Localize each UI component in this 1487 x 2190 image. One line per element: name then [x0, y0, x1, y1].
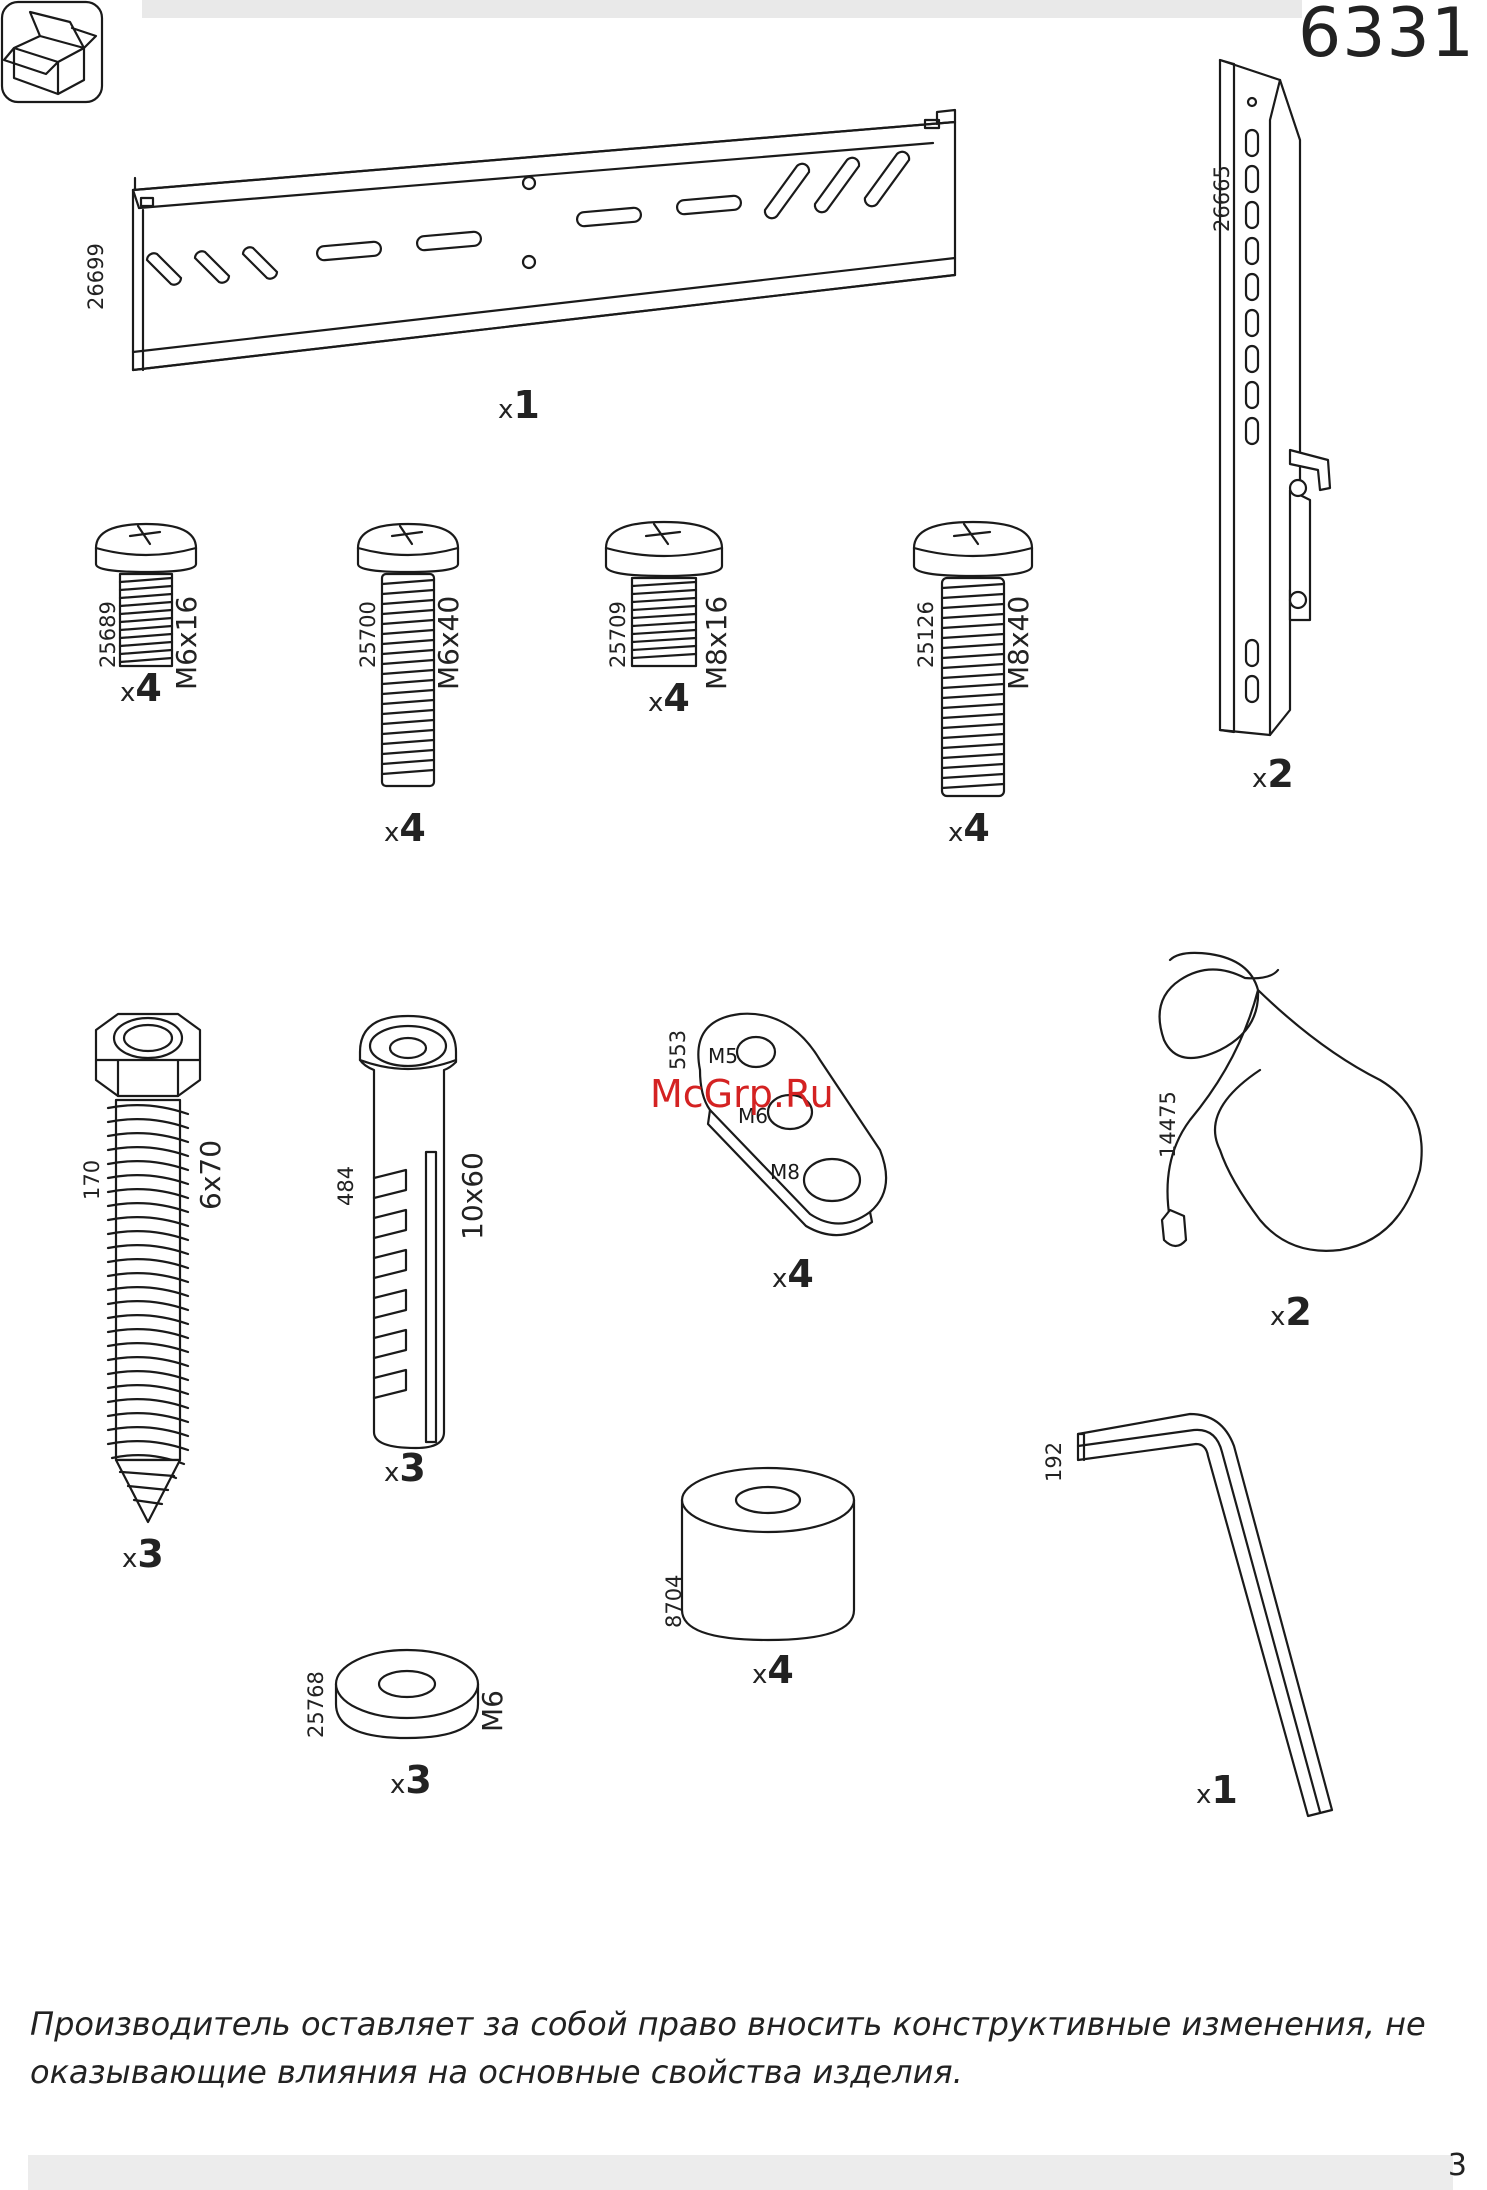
hole-m8-label: M8	[770, 1160, 800, 1184]
screw-m6x16-size: M6x16	[170, 596, 203, 690]
adapter-plate-drawing	[680, 1000, 890, 1240]
adapter-plate-qty: x4	[772, 1252, 814, 1296]
wall-plate-code: 26699	[84, 243, 108, 310]
lag-bolt-code: 170	[80, 1160, 104, 1200]
wall-anchor-code: 484	[334, 1166, 358, 1206]
washer-drawing	[332, 1646, 482, 1746]
adapter-plate-code: 553	[666, 1030, 690, 1070]
safety-cord-drawing	[1100, 940, 1460, 1300]
screw-m6x16-code: 25689	[96, 601, 120, 668]
safety-cord-code: 14475	[1156, 1091, 1180, 1158]
wall-anchor-size: 10x60	[456, 1152, 489, 1240]
footer-note: Производитель оставляет за собой право в…	[30, 2000, 1470, 2096]
lag-bolt-drawing	[88, 1010, 208, 1530]
washer-code: 25768	[304, 1671, 328, 1738]
screw-m8x40-qty: x4	[948, 806, 990, 850]
screw-m8x16-size: M8x16	[700, 596, 733, 690]
screw-m6x40-qty: x4	[384, 806, 426, 850]
hole-m5-label: M5	[708, 1044, 738, 1068]
spacer-drawing	[678, 1464, 858, 1644]
page-number: 3	[1448, 2148, 1467, 2183]
tv-bracket-code: 26665	[1210, 165, 1234, 232]
footer-line-1: Производитель оставляет за собой право в…	[30, 2000, 1470, 2048]
hex-key-qty: x1	[1196, 1768, 1238, 1812]
spacer-qty: x4	[752, 1648, 794, 1692]
hex-key-code: 192	[1042, 1442, 1066, 1482]
washer-qty: x3	[390, 1758, 432, 1802]
screw-m6x16-qty: x4	[120, 666, 162, 710]
screw-m8x40-code: 25126	[914, 601, 938, 668]
wall-anchor-drawing	[356, 1012, 460, 1452]
spacer-code: 8704	[662, 1575, 686, 1628]
footer-line-2: оказывающие влияния на основные свойства…	[30, 2048, 1470, 2096]
wall-anchor-qty: x3	[384, 1446, 426, 1490]
screw-m8x40-size: M8x40	[1002, 596, 1035, 690]
tv-bracket-qty: x2	[1252, 752, 1294, 796]
screw-m6x40-size: M6x40	[432, 596, 465, 690]
lag-bolt-size: 6x70	[194, 1140, 227, 1210]
hex-key-drawing	[1070, 1406, 1350, 1826]
watermark: McGrp.Ru	[650, 1072, 834, 1116]
wall-plate-drawing	[125, 70, 965, 390]
screw-m8x16-qty: x4	[648, 676, 690, 720]
screw-m8x16-code: 25709	[606, 601, 630, 668]
safety-cord-qty: x2	[1270, 1290, 1312, 1334]
wall-plate-qty: x1	[498, 383, 540, 427]
tv-bracket-drawing	[1210, 60, 1340, 750]
screw-m6x40-code: 25700	[356, 601, 380, 668]
box-icon	[0, 0, 104, 104]
washer-size: M6	[476, 1690, 509, 1732]
top-bar	[142, 0, 1302, 18]
lag-bolt-qty: x3	[122, 1532, 164, 1576]
bottom-bar	[28, 2155, 1453, 2190]
